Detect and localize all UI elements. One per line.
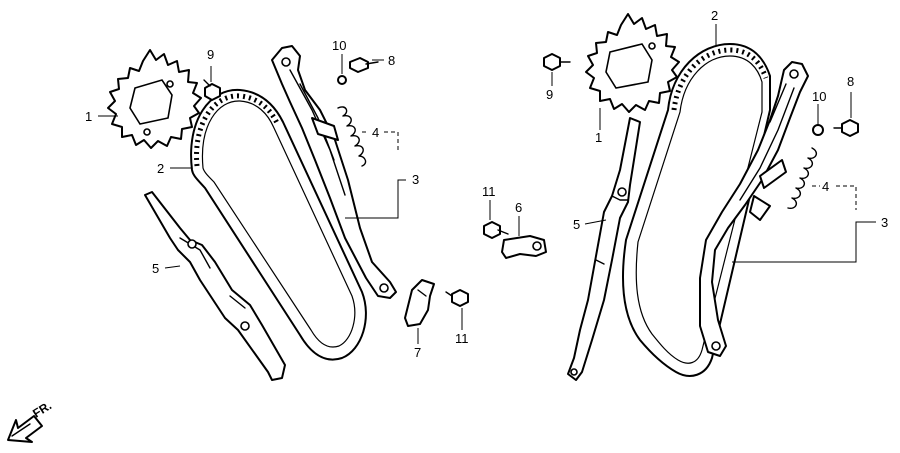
callout-1-left: 1: [85, 109, 92, 124]
callout-8-left: 8: [388, 53, 395, 68]
leader-5-left: [164, 265, 181, 269]
bolt-upper-right: [833, 119, 859, 137]
cam-sprocket-left: [107, 49, 202, 149]
sprocket-bolt-left: [203, 79, 221, 101]
washer-right: [812, 124, 824, 136]
callout-5-left: 5: [152, 261, 159, 276]
cam-chain-guide-left: [144, 191, 286, 381]
pad-bolt-left: [445, 289, 469, 307]
callout-2-right: 2: [711, 8, 718, 23]
front-arrow-icon: [7, 415, 43, 443]
center-parts: [483, 200, 547, 259]
callout-11-left: 11: [455, 331, 469, 346]
leader-3-right: [732, 221, 876, 263]
cam-chain-guide-right: [567, 117, 641, 381]
callout-5-right: 5: [573, 217, 580, 232]
leader-4-left: [362, 131, 399, 150]
leader-5-right: [584, 219, 607, 225]
right-assembly: [543, 13, 876, 381]
callout-4-right: 4: [822, 179, 829, 194]
tensioner-arm-left: [271, 45, 397, 299]
sprocket-bolt-right: [543, 53, 571, 71]
bolt-upper-left: [349, 57, 379, 73]
callout-6-center: 6: [515, 200, 522, 215]
callout-10-right: 10: [812, 89, 826, 104]
leader-3-left: [345, 179, 406, 219]
left-assembly: [98, 45, 469, 381]
tensioner-arm-right: [699, 61, 809, 357]
callout-10-left: 10: [332, 38, 346, 53]
cam-chain-right: [622, 42, 771, 377]
front-arrow: [7, 415, 43, 443]
tensioner-spring-left: [337, 106, 367, 167]
washer-left: [337, 75, 347, 85]
callout-2-left: 2: [157, 161, 164, 176]
bracket-bolt: [483, 221, 509, 239]
callout-7-left: 7: [414, 345, 421, 360]
leader-4-right: [812, 185, 857, 210]
tensioner-spring-right: [787, 147, 818, 210]
callout-3-left: 3: [412, 172, 419, 187]
bracket: [501, 235, 547, 259]
callout-8-right: 8: [847, 74, 854, 89]
callout-9-left: 9: [207, 47, 214, 62]
callout-1-right: 1: [595, 130, 602, 145]
callout-9-right: 9: [546, 87, 553, 102]
callout-3-right: 3: [881, 215, 888, 230]
cam-sprocket-right: [585, 13, 680, 113]
chain-pad-left: [404, 279, 435, 327]
callout-11-center: 11: [482, 184, 496, 199]
callout-4-left: 4: [372, 125, 379, 140]
